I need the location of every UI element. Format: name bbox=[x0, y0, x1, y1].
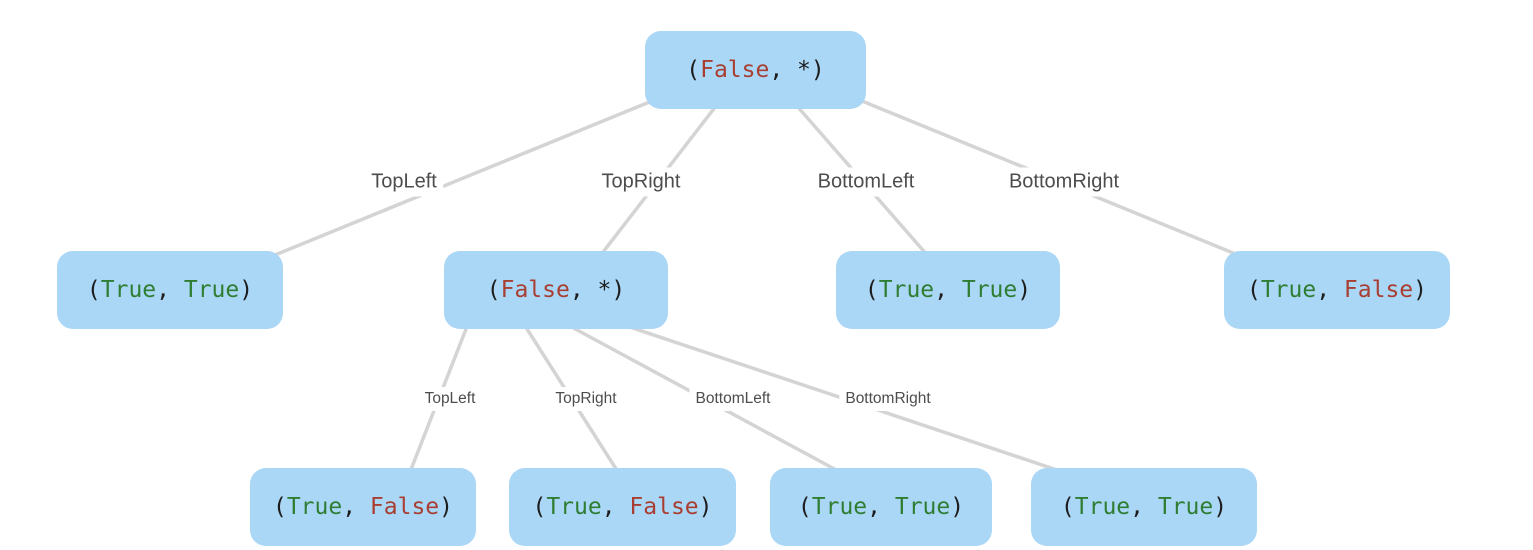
paren-close: ) bbox=[810, 57, 825, 83]
paren-open: ( bbox=[797, 494, 812, 520]
tree-node-l2-bottomleft: (True, True) bbox=[770, 468, 992, 546]
edge-label-l1-bottomright: BottomRight bbox=[1002, 167, 1126, 197]
value-first: True bbox=[286, 494, 343, 520]
edge-label-l2-bottomright: BottomRight bbox=[839, 387, 937, 411]
separator: , bbox=[867, 494, 895, 520]
tree-node-l2-topright: (True, False) bbox=[509, 468, 736, 546]
tree-node-l2-topleft: (True, False) bbox=[250, 468, 476, 546]
value-second: False bbox=[629, 494, 699, 520]
value-second: False bbox=[369, 494, 440, 520]
tree-node-root: (False, *) bbox=[645, 31, 866, 109]
paren-close: ) bbox=[1017, 277, 1032, 303]
value-first: True bbox=[546, 494, 602, 520]
separator: , bbox=[934, 277, 962, 303]
paren-close: ) bbox=[698, 494, 713, 520]
paren-open: ( bbox=[86, 277, 101, 303]
value-first: True bbox=[1074, 494, 1131, 520]
edge-label-l1-topright: TopRight bbox=[595, 167, 687, 197]
edge-label-l1-topleft: TopLeft bbox=[365, 167, 443, 197]
separator: , bbox=[769, 57, 798, 83]
separator: , bbox=[1316, 277, 1344, 303]
edge-node2-bottomright bbox=[598, 315, 1065, 474]
value-second: True bbox=[894, 494, 951, 520]
value-first: True bbox=[811, 494, 868, 520]
paren-close: ) bbox=[950, 494, 965, 520]
paren-close: ) bbox=[1213, 494, 1228, 520]
paren-open: ( bbox=[686, 57, 701, 83]
tree-node-l2-bottomright: (True, True) bbox=[1031, 468, 1257, 546]
paren-open: ( bbox=[1246, 277, 1261, 303]
value-first: True bbox=[878, 277, 935, 303]
paren-close: ) bbox=[439, 494, 454, 520]
value-first: True bbox=[1260, 277, 1317, 303]
tree-node-l1-topleft: (True, True) bbox=[57, 251, 283, 329]
tree-node-l1-topright: (False, *) bbox=[444, 251, 668, 329]
edge-label-l1-bottomleft: BottomLeft bbox=[811, 167, 921, 197]
edge-label-l2-topright: TopRight bbox=[549, 387, 623, 411]
paren-open: ( bbox=[532, 494, 547, 520]
value-second: False bbox=[1343, 277, 1414, 303]
value-second: True bbox=[1157, 494, 1214, 520]
tree-node-l1-bottomleft: (True, True) bbox=[836, 251, 1060, 329]
paren-open: ( bbox=[864, 277, 879, 303]
value-first: False bbox=[500, 277, 570, 303]
edge-root-topleft bbox=[273, 99, 654, 257]
paren-close: ) bbox=[611, 277, 626, 303]
value-second: True bbox=[961, 277, 1018, 303]
edge-label-l2-bottomleft: BottomLeft bbox=[689, 387, 777, 411]
value-second: * bbox=[597, 277, 612, 303]
paren-open: ( bbox=[1060, 494, 1075, 520]
separator: , bbox=[569, 277, 598, 303]
separator: , bbox=[601, 494, 630, 520]
value-second: True bbox=[183, 277, 240, 303]
paren-close: ) bbox=[239, 277, 254, 303]
edge-label-l2-topleft: TopLeft bbox=[418, 387, 482, 411]
tree-node-l1-bottomright: (True, False) bbox=[1224, 251, 1450, 329]
separator: , bbox=[1130, 494, 1158, 520]
separator: , bbox=[342, 494, 370, 520]
paren-open: ( bbox=[486, 277, 501, 303]
value-first: True bbox=[100, 277, 157, 303]
separator: , bbox=[156, 277, 184, 303]
value-second: * bbox=[797, 57, 811, 83]
value-first: False bbox=[700, 57, 770, 83]
paren-open: ( bbox=[272, 494, 287, 520]
paren-close: ) bbox=[1413, 277, 1428, 303]
